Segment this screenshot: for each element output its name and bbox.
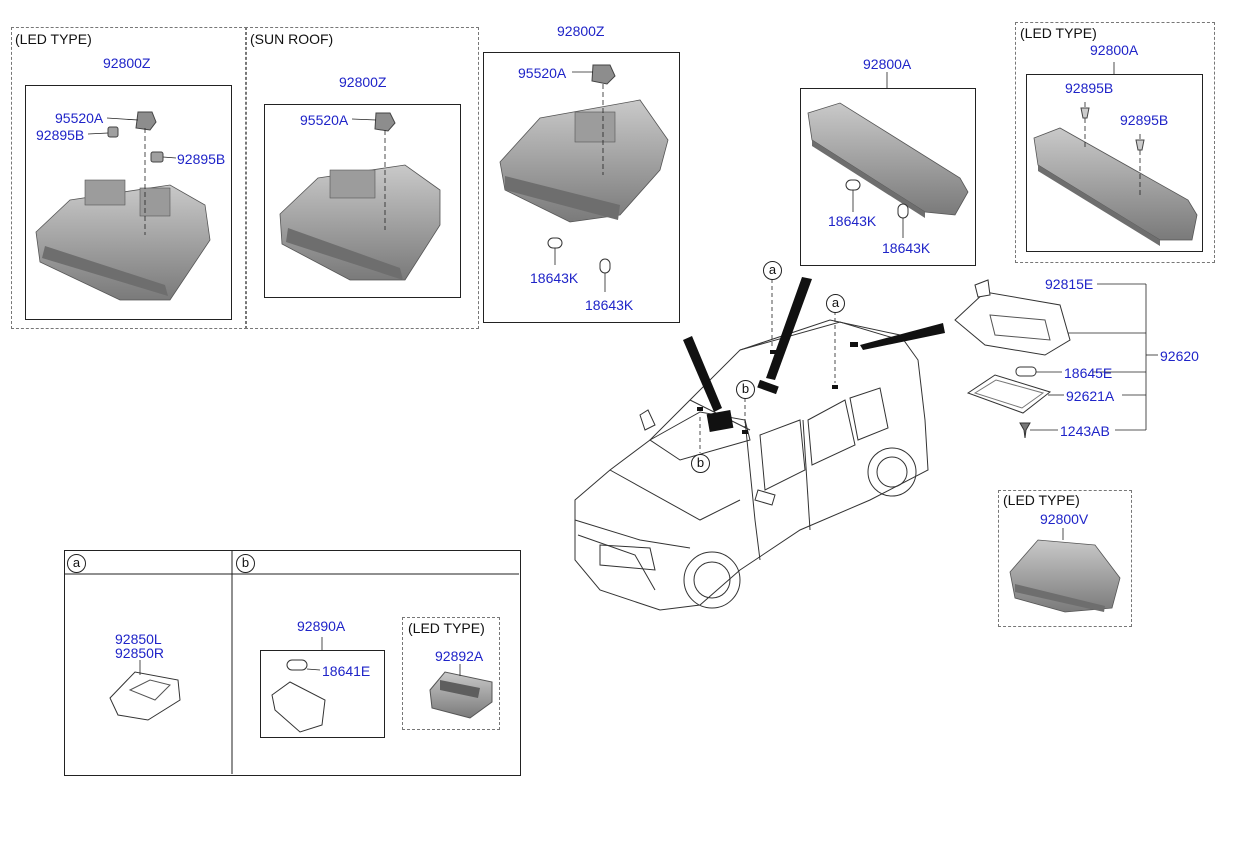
map-lamp-92815e-icon bbox=[954, 279, 1071, 356]
bulb-socket-95520a-std-icon bbox=[591, 64, 616, 85]
part-92800z-led[interactable]: 92800Z bbox=[103, 55, 151, 71]
part-18643k-a-2[interactable]: 18643K bbox=[882, 240, 931, 256]
part-92895b-led-left[interactable]: 92895B bbox=[36, 127, 85, 143]
part-92895b-a-2[interactable]: 92895B bbox=[1120, 112, 1169, 128]
part-95520a-led[interactable]: 95520A bbox=[55, 110, 104, 126]
part-92895b-led-right[interactable]: 92895B bbox=[177, 151, 226, 167]
led-92895b-small-icon bbox=[107, 126, 164, 163]
marker-b-1: b bbox=[736, 380, 755, 399]
leaders-92890a bbox=[306, 637, 323, 671]
screw-1243ab-icon bbox=[1019, 422, 1031, 439]
part-1243ab[interactable]: 1243AB bbox=[1060, 423, 1110, 439]
leaders-92620 bbox=[1030, 283, 1158, 431]
bulb-18643k-std-icons bbox=[547, 237, 611, 274]
bulb-18645e-icon bbox=[1015, 366, 1037, 377]
caption-led-type-1: (LED TYPE) bbox=[15, 31, 92, 47]
marker-a-1: a bbox=[763, 261, 782, 280]
console-92800v-icon bbox=[1009, 539, 1121, 613]
caption-sun-roof: (SUN ROOF) bbox=[250, 31, 334, 47]
table-grid bbox=[64, 550, 519, 774]
inner-box-led-92800a bbox=[1026, 74, 1203, 252]
marker-b-2: b bbox=[691, 454, 710, 473]
overhead-console-sunroof-icon bbox=[279, 164, 441, 281]
caption-led-type-4: (LED TYPE) bbox=[408, 620, 485, 636]
lamp-92892a-icon bbox=[429, 671, 493, 719]
leaders-sunroof bbox=[351, 118, 386, 230]
led-92895b-a-icons bbox=[1080, 107, 1145, 151]
room-lamp-92800a-led-icon bbox=[1033, 127, 1198, 246]
part-18641e[interactable]: 18641E bbox=[322, 663, 371, 679]
part-92895b-a-1[interactable]: 92895B bbox=[1065, 80, 1114, 96]
part-95520a-sunroof[interactable]: 95520A bbox=[300, 112, 349, 128]
overhead-console-led-icon bbox=[35, 179, 211, 301]
part-92800a-std[interactable]: 92800A bbox=[863, 56, 912, 72]
table-a-b bbox=[64, 550, 521, 776]
panel-led-type-92800a bbox=[1015, 22, 1215, 263]
part-18643k-std-1[interactable]: 18643K bbox=[530, 270, 579, 286]
leaders-std bbox=[554, 71, 606, 292]
part-18643k-a-1[interactable]: 18643K bbox=[828, 213, 877, 229]
part-92892a[interactable]: 92892A bbox=[435, 648, 484, 664]
part-92621a[interactable]: 92621A bbox=[1066, 388, 1115, 404]
leaders-led-92800z bbox=[87, 117, 177, 235]
bulb-18643k-a-icons bbox=[845, 179, 909, 219]
marker-leaders bbox=[699, 279, 836, 453]
part-92890a[interactable]: 92890A bbox=[297, 618, 346, 634]
bulb-socket-95520a-sunroof-icon bbox=[374, 112, 396, 132]
inner-box-sunroof-92800z bbox=[264, 104, 461, 298]
part-92800v[interactable]: 92800V bbox=[1040, 511, 1089, 527]
caption-led-type-2: (LED TYPE) bbox=[1020, 25, 1097, 41]
inner-box-led-92800z bbox=[25, 85, 232, 320]
panel-led-type-92800v bbox=[998, 490, 1132, 627]
room-lamp-92800a-icon bbox=[807, 102, 969, 218]
vanity-lamp-92850-icon bbox=[109, 671, 181, 721]
leaders-92800a bbox=[852, 72, 904, 238]
lens-92621a-icon bbox=[966, 374, 1052, 414]
part-92850l[interactable]: 92850L bbox=[115, 631, 162, 647]
part-92800z-std[interactable]: 92800Z bbox=[557, 23, 605, 39]
panel-standard-92800z bbox=[483, 52, 680, 323]
box-92890a bbox=[260, 650, 385, 738]
table-header-b: b bbox=[236, 554, 255, 573]
part-92800z-sunroof[interactable]: 92800Z bbox=[339, 74, 387, 90]
callout-wedges bbox=[683, 277, 945, 412]
marker-a-2: a bbox=[826, 294, 845, 313]
vehicle-icon bbox=[574, 319, 929, 611]
part-18643k-std-2[interactable]: 18643K bbox=[585, 297, 634, 313]
panel-92800a bbox=[800, 88, 976, 266]
part-18645e[interactable]: 18645E bbox=[1064, 365, 1113, 381]
panel-sun-roof-92800z bbox=[245, 27, 479, 329]
part-92815e[interactable]: 92815E bbox=[1045, 276, 1094, 292]
caption-led-type-3: (LED TYPE) bbox=[1003, 492, 1080, 508]
part-92620[interactable]: 92620 bbox=[1160, 348, 1199, 364]
part-95520a-std[interactable]: 95520A bbox=[518, 65, 567, 81]
panel-led-type-92892a bbox=[402, 617, 500, 730]
table-header-a: a bbox=[67, 554, 86, 573]
part-92850r[interactable]: 92850R bbox=[115, 645, 165, 661]
luggage-lamp-92890a-icon bbox=[271, 659, 326, 733]
overhead-console-standard-icon bbox=[499, 99, 669, 223]
part-92800a-led[interactable]: 92800A bbox=[1090, 42, 1139, 58]
bulb-socket-95520a-led-icon bbox=[135, 111, 157, 131]
panel-led-type-92800z bbox=[11, 27, 247, 329]
vehicle-lamp-locations bbox=[697, 342, 858, 434]
